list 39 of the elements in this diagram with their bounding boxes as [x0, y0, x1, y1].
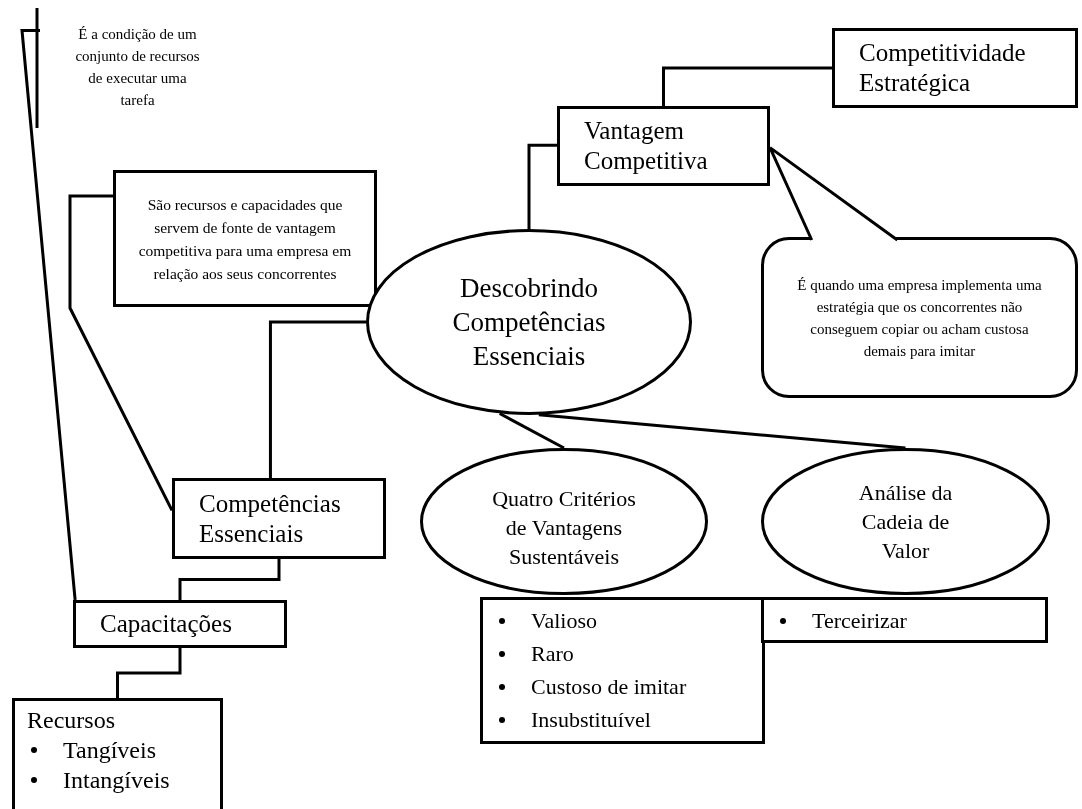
connector-line: [498, 412, 565, 450]
process-box: [557, 106, 770, 186]
connector-line: [268, 320, 366, 478]
node-text: Vantagem Competitiva: [584, 116, 709, 176]
process-box: [172, 478, 386, 559]
node-text: Competências Essenciais: [199, 488, 342, 549]
list-item: Intangíveis: [63, 766, 170, 795]
list-item: Raro: [531, 640, 574, 668]
node-text: Análise da Cadeia de Valor: [857, 479, 954, 565]
node-text: São recursos e capacidades que servem de fonte de vantagem competitiva para uma empresa em relação aos seus concorrentes: [137, 194, 353, 284]
connector-line: [20, 28, 77, 601]
list-box: [12, 698, 223, 809]
list-item: Custoso de imitar: [531, 673, 687, 701]
list-item: Tangíveis: [63, 736, 156, 765]
list-box: [480, 597, 765, 744]
list-box: [761, 597, 1048, 643]
list-item: Valioso: [531, 607, 597, 635]
node-text: Competitividade Estratégica: [859, 38, 1027, 98]
note-box: [113, 170, 377, 307]
node-text: É quando uma empresa implementa uma estratégia que os concorrentes não conseguem copiar ou acham custosa demais para imitar: [796, 275, 1043, 361]
connector-line: [68, 194, 174, 512]
criteria-ellipse: [420, 448, 708, 595]
node-text: Descobrindo Competências Essenciais: [451, 272, 607, 373]
list-item: Terceirizar: [812, 607, 907, 635]
node-text: Recursos: [27, 706, 115, 735]
central-ellipse: [366, 229, 692, 415]
connector-line: [527, 143, 557, 229]
node-text: Capacitações: [100, 609, 232, 639]
connector-line: [116, 648, 182, 698]
callout-pointer: [768, 146, 899, 242]
node-text: É a condição de um conjunto de recursos de executar uma tarefa: [74, 25, 201, 110]
process-box: [832, 28, 1078, 108]
connector-line: [538, 413, 906, 450]
node-text: Quatro Critérios de Vantagens Sustentáveis: [492, 485, 636, 571]
connector-line: [178, 559, 281, 600]
connector-line: [662, 66, 832, 106]
list-item: Insubstituível: [531, 706, 651, 734]
process-box: [73, 600, 287, 648]
analysis-ellipse: [761, 448, 1050, 595]
